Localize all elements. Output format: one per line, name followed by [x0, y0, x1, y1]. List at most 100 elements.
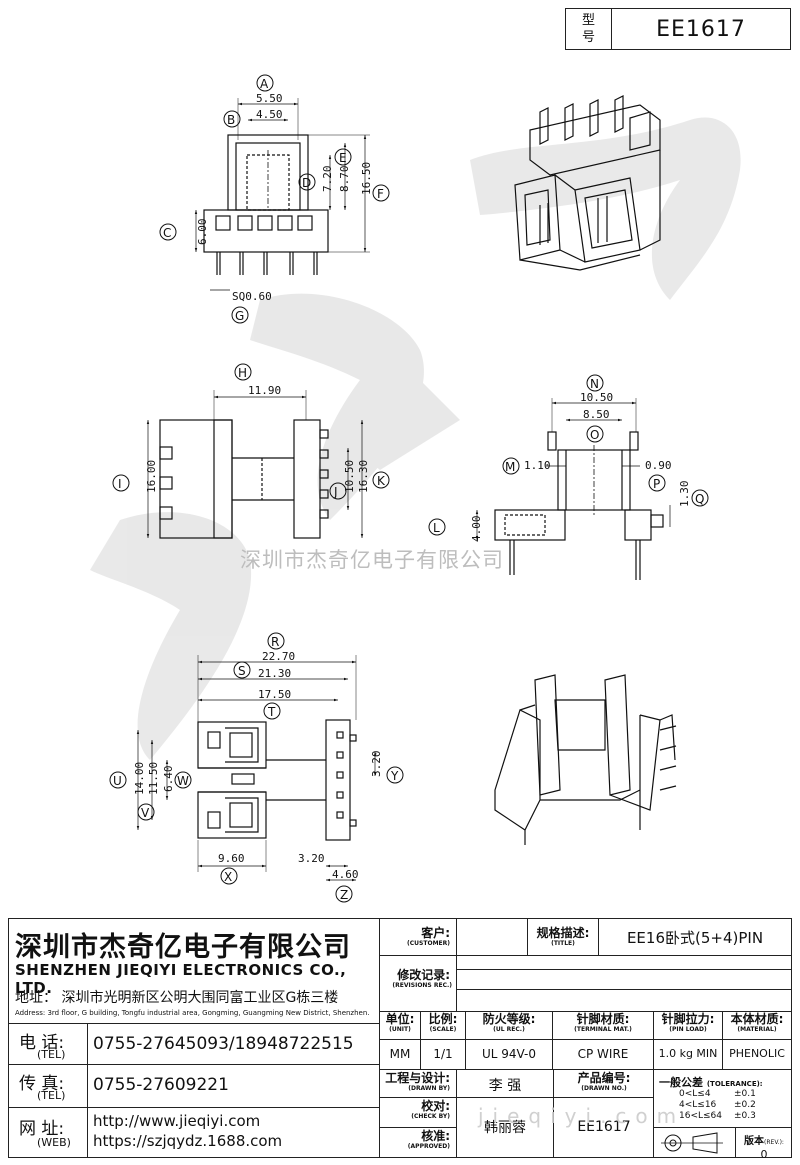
- front-pins: [216, 252, 318, 275]
- title-label: 规格描述:: [536, 926, 590, 940]
- label-s: S: [238, 664, 246, 678]
- label-m: M: [505, 460, 515, 474]
- address-panel: 地址： 深圳市光明新区公明大围同富工业区G栋三楼 Address: 3rd fl…: [9, 983, 379, 1023]
- label-o: O: [590, 428, 599, 442]
- dim-sq0-60: SQ0.60: [232, 290, 272, 303]
- web-label: 网 址:: [19, 1119, 65, 1139]
- tol-label-en: (TOLERANCE):: [706, 1080, 763, 1088]
- rev-label-cell: 修改记录: (REVISIONS REC.): [380, 969, 456, 999]
- end-view: [475, 398, 671, 580]
- rev-no-label: 版本: [744, 1136, 765, 1147]
- end-view-labels: 10.50 8.50 1.10 0.90 1.30 4.00 N O M P Q…: [428, 374, 709, 542]
- divider: [722, 1011, 723, 1069]
- tol-row: 0<L≤4 ±0.1: [679, 1089, 789, 1100]
- divider: [735, 1127, 736, 1157]
- approved-label: 核准:: [421, 1129, 450, 1143]
- address-en: Address: 3rd floor, G building, Tongfu i…: [15, 1009, 370, 1017]
- model-key: 型号: [566, 9, 612, 49]
- divider: [653, 1127, 791, 1128]
- tol-range: 0<L≤4: [679, 1089, 711, 1099]
- approved-value: 韩丽蓉: [484, 1120, 526, 1136]
- tol-val: ±0.1: [734, 1089, 756, 1099]
- term-label-en: (TERMINAL MAT.): [574, 1026, 632, 1033]
- label-j: J: [333, 485, 338, 499]
- divider: [598, 919, 599, 955]
- drawno-label: 产品编号:: [577, 1071, 631, 1085]
- tol-range: 4<L≤16: [679, 1100, 717, 1110]
- divider: [9, 1107, 379, 1108]
- mat-label-en: (MATERIAL): [737, 1026, 777, 1033]
- divider: [379, 1069, 791, 1070]
- approved-label-en: (APPROVED): [407, 1143, 450, 1150]
- dim-21-30: 21.30: [258, 667, 291, 680]
- dim-8-70: 8.70: [338, 166, 351, 193]
- label-c: C: [163, 226, 171, 240]
- tol-row: 16<L≤64±0.3: [679, 1111, 789, 1122]
- dim-3-20-a: 3.20: [298, 852, 325, 865]
- title-value: EE16卧式(5+4)PIN: [626, 928, 764, 947]
- divider: [420, 1011, 421, 1069]
- label-r: R: [271, 635, 279, 649]
- projection-symbol-icon: [661, 1132, 723, 1154]
- divider: [87, 1023, 88, 1157]
- divider: [553, 1097, 653, 1098]
- model-key-2: 号: [581, 30, 595, 45]
- label-h: H: [238, 366, 247, 380]
- top-view: [136, 655, 377, 882]
- scale-label-cell: 比例: (SCALE): [421, 1013, 465, 1034]
- web-link-1[interactable]: http://www.jieqiyi.com: [93, 1112, 261, 1130]
- term-label: 针脚材质:: [576, 1012, 630, 1026]
- tol-label: 一般公差: [659, 1076, 703, 1089]
- divider: [456, 969, 791, 970]
- divider: [653, 1069, 654, 1157]
- label-d: D: [302, 176, 311, 190]
- pin-label: 针脚拉力:: [661, 1012, 715, 1026]
- unit-label-cell: 单位: (UNIT): [380, 1013, 420, 1034]
- title-block: 深圳市杰奇亿电子有限公司 SHENZHEN JIEQIYI ELECTRONIC…: [8, 918, 792, 1161]
- divider: [379, 1097, 553, 1098]
- label-g: G: [235, 309, 244, 323]
- divider: [379, 1039, 791, 1040]
- ul-value: UL 94V-0: [481, 1047, 537, 1061]
- unit-label-en: (UNIT): [389, 1026, 411, 1033]
- company-name-en: SHENZHEN JIEQIYI ELECTRONICS CO., LTD.: [15, 961, 347, 997]
- web-label-cell: 网 址: (WEB): [9, 1108, 87, 1156]
- tel-label: 电 话:: [19, 1033, 65, 1053]
- rev-no-cell: 版本(REV.): 0: [737, 1129, 791, 1161]
- dim-9-60: 9.60: [218, 852, 245, 865]
- scale-label-en: (SCALE): [429, 1026, 457, 1033]
- label-w: W: [177, 774, 189, 788]
- dim-22-70: 22.70: [262, 650, 295, 663]
- scale-value: 1/1: [433, 1047, 453, 1061]
- front-view-labels: 5.50 4.50 7.20 8.70 16.50 6.00 SQ0.60 A …: [159, 74, 390, 324]
- label-q: Q: [695, 492, 704, 506]
- label-u: U: [113, 774, 122, 788]
- divider: [9, 1064, 379, 1065]
- pin-value: 1.0 kg MIN: [658, 1047, 718, 1060]
- divider: [552, 1011, 553, 1069]
- dim-6-40: 6.40: [162, 766, 175, 793]
- unit-value: MM: [389, 1047, 411, 1061]
- check-label-cell: 校对: (CHECK BY): [380, 1100, 456, 1121]
- label-b: B: [227, 113, 235, 127]
- pin-label-cell: 针脚拉力: (PIN LOAD): [654, 1013, 722, 1034]
- tol-table: 0<L≤4±0.1 4<L≤16±0.2 16<L≤64±0.3: [679, 1089, 789, 1122]
- title-label-en: (TITLE): [551, 940, 575, 947]
- dim-8-50: 8.50: [583, 408, 610, 421]
- drawn-label: 工程与设计:: [385, 1071, 450, 1085]
- customer-label-en: (CUSTOMER): [407, 940, 450, 947]
- web-link-2[interactable]: https://szjqydz.1688.com: [93, 1132, 283, 1150]
- label-e: E: [339, 151, 347, 165]
- ul-label: 防火等级:: [482, 1012, 536, 1026]
- dim-3-20-b: 3.20: [370, 751, 383, 778]
- dim-10-50: 10.50: [343, 460, 356, 493]
- mat-label-cell: 本体材质: (MATERIAL): [723, 1013, 791, 1034]
- label-p: P: [653, 477, 660, 491]
- dim-16-00: 16.00: [145, 460, 158, 493]
- term-label-cell: 针脚材质: (TERMINAL MAT.): [553, 1013, 653, 1034]
- divider: [456, 989, 791, 990]
- dim-16-30: 16.30: [357, 460, 370, 493]
- watermark-logo: [90, 117, 741, 760]
- label-i: I: [118, 477, 122, 491]
- divider: [456, 1069, 457, 1157]
